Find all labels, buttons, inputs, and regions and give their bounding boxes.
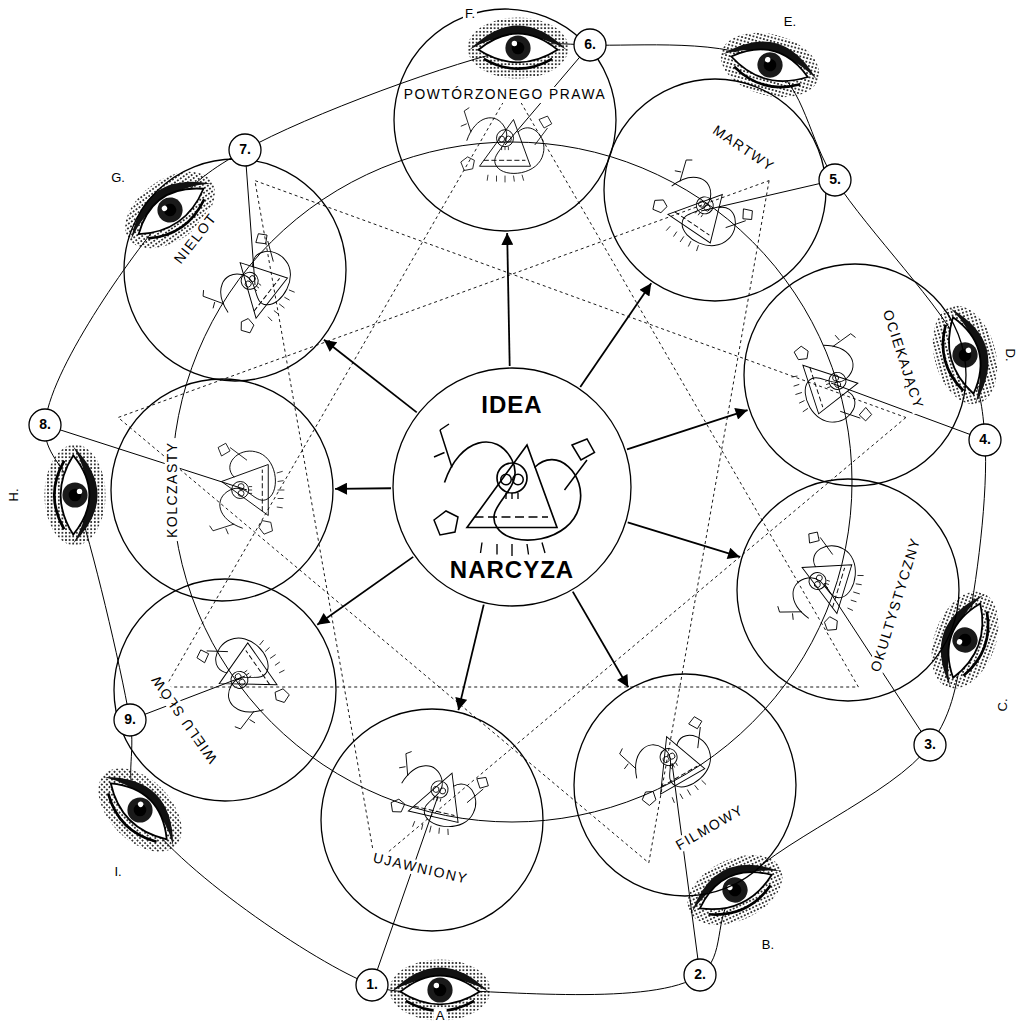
circle-border xyxy=(394,9,616,231)
idea-circle: IDEA NARCYZA xyxy=(392,367,632,607)
eye-letter: H. xyxy=(7,487,21,504)
circle-border xyxy=(124,159,346,381)
eye-letter: D. xyxy=(1003,347,1017,364)
circle-border xyxy=(356,969,388,1001)
variant-label: FILMOWY xyxy=(671,801,750,855)
callout-number: 5. xyxy=(829,172,841,187)
callout-number: 7. xyxy=(239,142,251,157)
eye-letter: C. xyxy=(996,697,1010,714)
variant-label: MARTWY xyxy=(707,121,779,177)
arrow-connector xyxy=(580,283,651,387)
circle-border xyxy=(574,29,606,61)
variant-label: POWTÓRZONEGO PRAWA xyxy=(401,87,609,102)
variant-label: OKULTYSTYCZNY xyxy=(867,533,924,677)
circle-border xyxy=(819,164,851,196)
circle-border xyxy=(969,424,1001,456)
number-circle: 3. xyxy=(913,728,947,762)
number-circle: 7. xyxy=(228,133,262,167)
arrow-connector xyxy=(458,605,483,710)
circle-border xyxy=(574,674,796,896)
circle-border xyxy=(321,709,543,931)
circle-border xyxy=(737,479,959,701)
variant-label: UJAWNIONY xyxy=(368,850,472,888)
number-circle: 2. xyxy=(683,958,717,992)
eye-letter: E. xyxy=(782,15,798,29)
arrow-connector xyxy=(335,487,391,489)
circle-border xyxy=(114,704,146,736)
narcissus-figures xyxy=(188,108,881,843)
number-circle: 1. xyxy=(355,968,389,1002)
dashed-star xyxy=(118,87,906,863)
variant-circle: FILMOWY xyxy=(573,673,797,897)
circle-outline xyxy=(736,478,960,702)
center-title: IDEA xyxy=(478,392,545,418)
arrow-connector xyxy=(628,522,740,556)
variant-circle: OCIEKAJĄCY xyxy=(743,263,967,487)
circle-border xyxy=(114,579,336,801)
eye-letter: A xyxy=(434,1009,447,1023)
circle-outline xyxy=(110,378,334,602)
arrow-connector xyxy=(573,592,629,688)
variant-label: NIELOT xyxy=(170,208,223,269)
orbit-circle xyxy=(172,142,852,822)
callout-number: 8. xyxy=(39,417,51,432)
number-circle: 6. xyxy=(573,28,607,62)
eye-letter: F. xyxy=(463,7,477,21)
eye-pictures xyxy=(44,17,1011,1020)
circle-outline xyxy=(113,578,337,802)
circle-outline xyxy=(743,263,967,487)
leader-lines xyxy=(45,45,985,985)
center-title: NARCYZA xyxy=(447,557,577,583)
eye-letter: I. xyxy=(112,865,123,879)
number-circle: 4. xyxy=(968,423,1002,457)
variant-label: KOLCZASTY xyxy=(164,439,179,542)
eye-letter: B. xyxy=(760,938,776,952)
circle-outline xyxy=(123,158,347,382)
callout-number: 6. xyxy=(584,37,596,52)
variant-label: OCIEKAJĄCY xyxy=(879,305,928,414)
circle-border xyxy=(744,264,966,486)
arrow-connector xyxy=(324,340,417,413)
variant-circle: NIELOT xyxy=(123,158,347,382)
callout-number: 3. xyxy=(924,737,936,752)
outer-ring xyxy=(45,44,986,995)
variant-circle: KOLCZASTY xyxy=(110,378,334,602)
callout-number: 4. xyxy=(979,432,991,447)
variant-circle: OKULTYSTYCZNY xyxy=(736,478,960,702)
variant-circle: WIELU SŁÓW xyxy=(113,578,337,802)
circle-border xyxy=(914,729,946,761)
variant-circle: UJAWNIONY xyxy=(320,708,544,932)
variant-circle: MARTWY xyxy=(603,78,827,302)
variant-label: WIELU SŁÓW xyxy=(146,669,222,768)
callout-number: 9. xyxy=(124,712,136,727)
arrow-connector xyxy=(507,233,510,366)
circle-border xyxy=(29,409,61,441)
eye-letter: G. xyxy=(109,171,127,185)
circle-border xyxy=(604,79,826,301)
callout-number: 2. xyxy=(694,967,706,982)
circle-border xyxy=(393,368,631,606)
arrow-connector xyxy=(627,410,748,449)
circle-outline xyxy=(603,78,827,302)
circle-outline xyxy=(573,673,797,897)
number-circle: 5. xyxy=(818,163,852,197)
circle-outline xyxy=(320,708,544,932)
arrow-connector xyxy=(317,557,413,625)
circle-border xyxy=(684,959,716,991)
callout-number: 1. xyxy=(366,977,378,992)
number-circle: 9. xyxy=(113,703,147,737)
number-circle: 8. xyxy=(28,408,62,442)
circle-border xyxy=(229,134,261,166)
circle-border xyxy=(111,379,333,601)
